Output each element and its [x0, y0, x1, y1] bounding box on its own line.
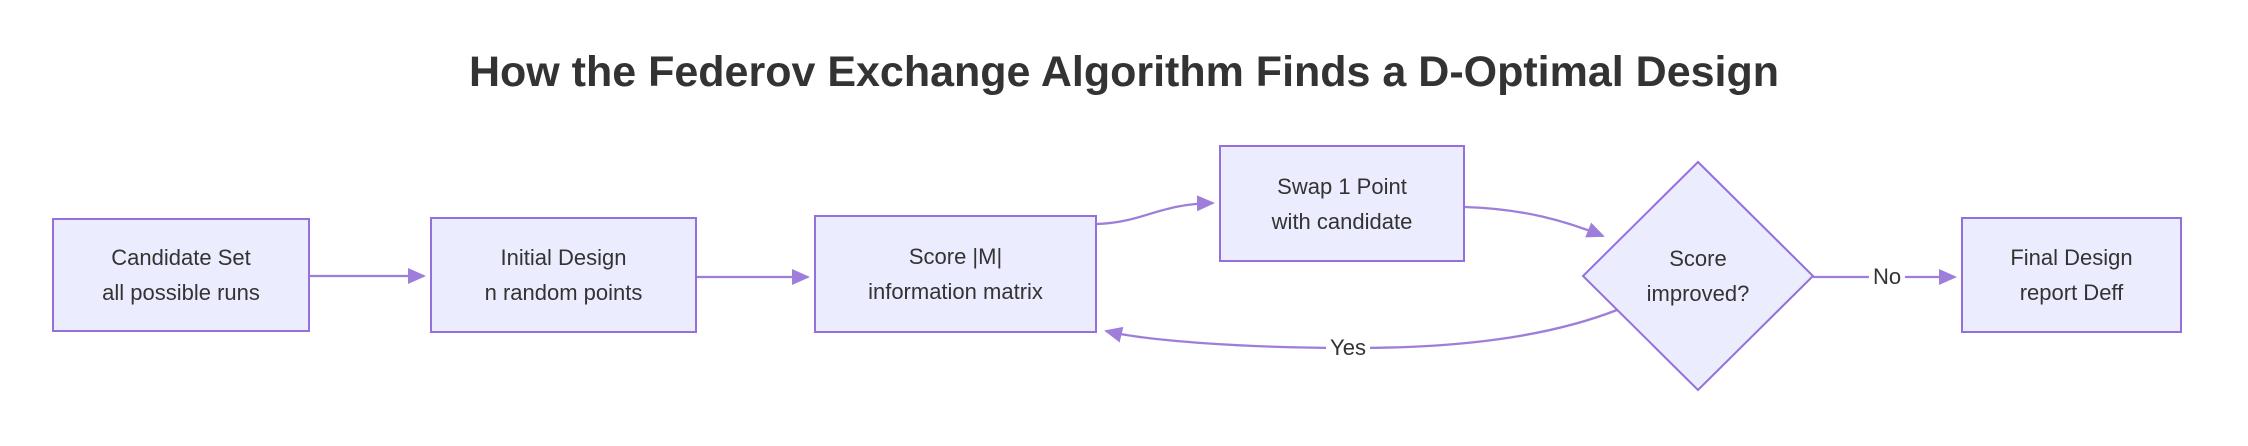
edge-label-no: No: [1868, 264, 1906, 290]
node-candidate-line2: all possible runs: [102, 280, 260, 305]
node-final-line2: report Deff: [2019, 280, 2124, 305]
node-initial-line2: n random points: [484, 280, 643, 305]
node-candidate-set: Candidate Set all possible runs: [52, 218, 310, 332]
decision-diamond: [1581, 160, 1815, 392]
node-score-line2: information matrix: [868, 279, 1043, 304]
node-score-line1: Score |M|: [908, 244, 1003, 269]
node-score-matrix: Score |M| information matrix: [814, 215, 1097, 333]
node-swap-line2: with candidate: [1271, 208, 1413, 234]
edge-score-swap: [1096, 195, 1215, 226]
edge-swap-decision: [1464, 205, 1605, 238]
node-final-line1: Final Design: [2010, 245, 2133, 270]
edge-label-yes: Yes: [1326, 335, 1370, 361]
node-decision-label: Score improved?: [1608, 239, 1788, 313]
node-candidate-line1: Candidate Set: [111, 245, 251, 270]
node-swap-line1: Swap 1 Point: [1277, 173, 1407, 199]
node-decision-line1: Score: [1669, 246, 1727, 271]
node-swap-point: Swap 1 Point with candidate: [1219, 145, 1465, 262]
diagram-title: How the Federov Exchange Algorithm Finds…: [468, 48, 1780, 96]
node-initial-line1: Initial Design: [500, 245, 627, 270]
node-decision-line2: improved?: [1646, 281, 1750, 306]
node-initial-design: Initial Design n random points: [430, 217, 697, 333]
node-final-design: Final Design report Deff: [1961, 217, 2182, 333]
